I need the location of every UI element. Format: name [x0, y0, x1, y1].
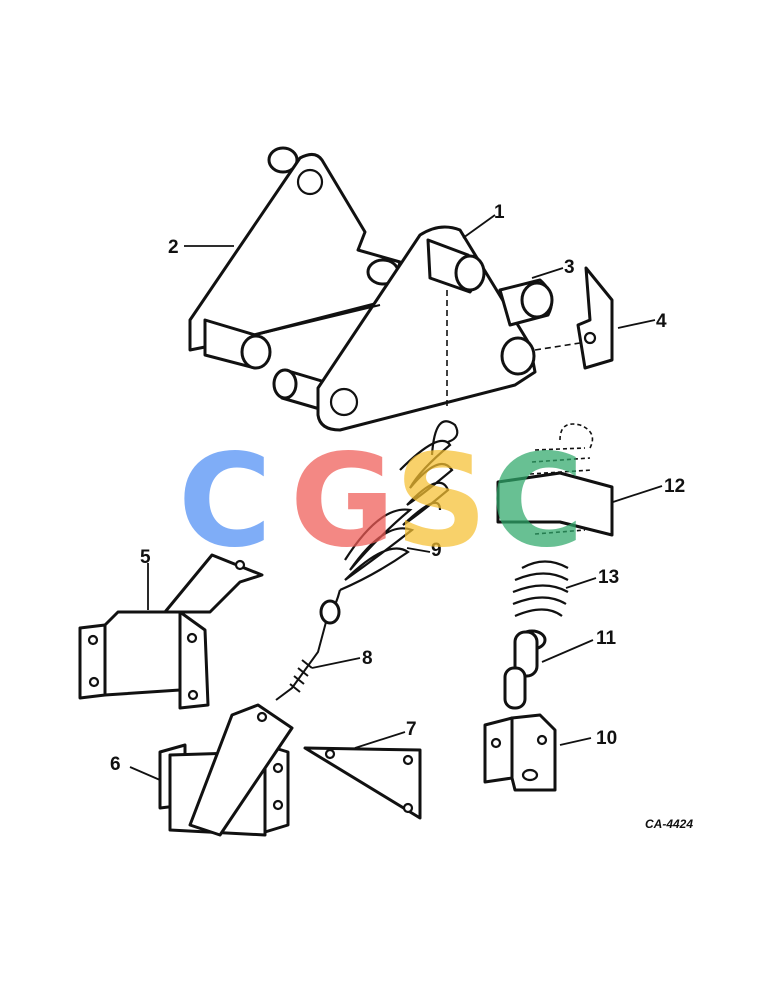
pins-lower: [203, 318, 337, 414]
callout-11: 11: [596, 628, 617, 649]
part-4-bracket: [576, 266, 614, 370]
callout-6: 6: [110, 754, 121, 775]
callout-4: 4: [656, 311, 667, 332]
part-11-chain: [503, 629, 547, 710]
watermark-logo: C G S C: [178, 427, 584, 576]
watermark-letter-s: S: [395, 427, 487, 576]
callout-13: 13: [598, 567, 619, 588]
callout-1: 1: [494, 202, 505, 223]
callout-5: 5: [140, 547, 151, 568]
part-6-bracket: [158, 703, 294, 837]
part-8-eye-bolt: [275, 599, 341, 701]
part-12-strap: [496, 423, 614, 537]
callout-3: 3: [564, 257, 575, 278]
reference-code: CA-4424: [645, 817, 693, 831]
part-13-spring: [512, 560, 569, 618]
callout-9: 9: [431, 540, 442, 561]
callout-7: 7: [406, 719, 417, 740]
callout-2: 2: [168, 237, 179, 258]
part-7-triangle-plate: [303, 746, 422, 820]
leader-lines: [129, 214, 663, 781]
callout-12: 12: [664, 476, 685, 497]
part-3-bushing: [498, 278, 581, 351]
callouts: 1 2 3 4 5 6 7 8 9 10 11 12 13: [110, 202, 685, 775]
callout-10: 10: [596, 728, 617, 749]
callout-8: 8: [362, 648, 373, 669]
watermark-letter-c1: C: [178, 427, 272, 576]
part-5-channel-bracket: [78, 553, 264, 710]
watermark-letter-c2: C: [490, 427, 584, 576]
part-1-front-plate: [254, 225, 537, 432]
part-10-clevis: [483, 713, 557, 792]
watermark-letter-g: G: [290, 427, 395, 576]
